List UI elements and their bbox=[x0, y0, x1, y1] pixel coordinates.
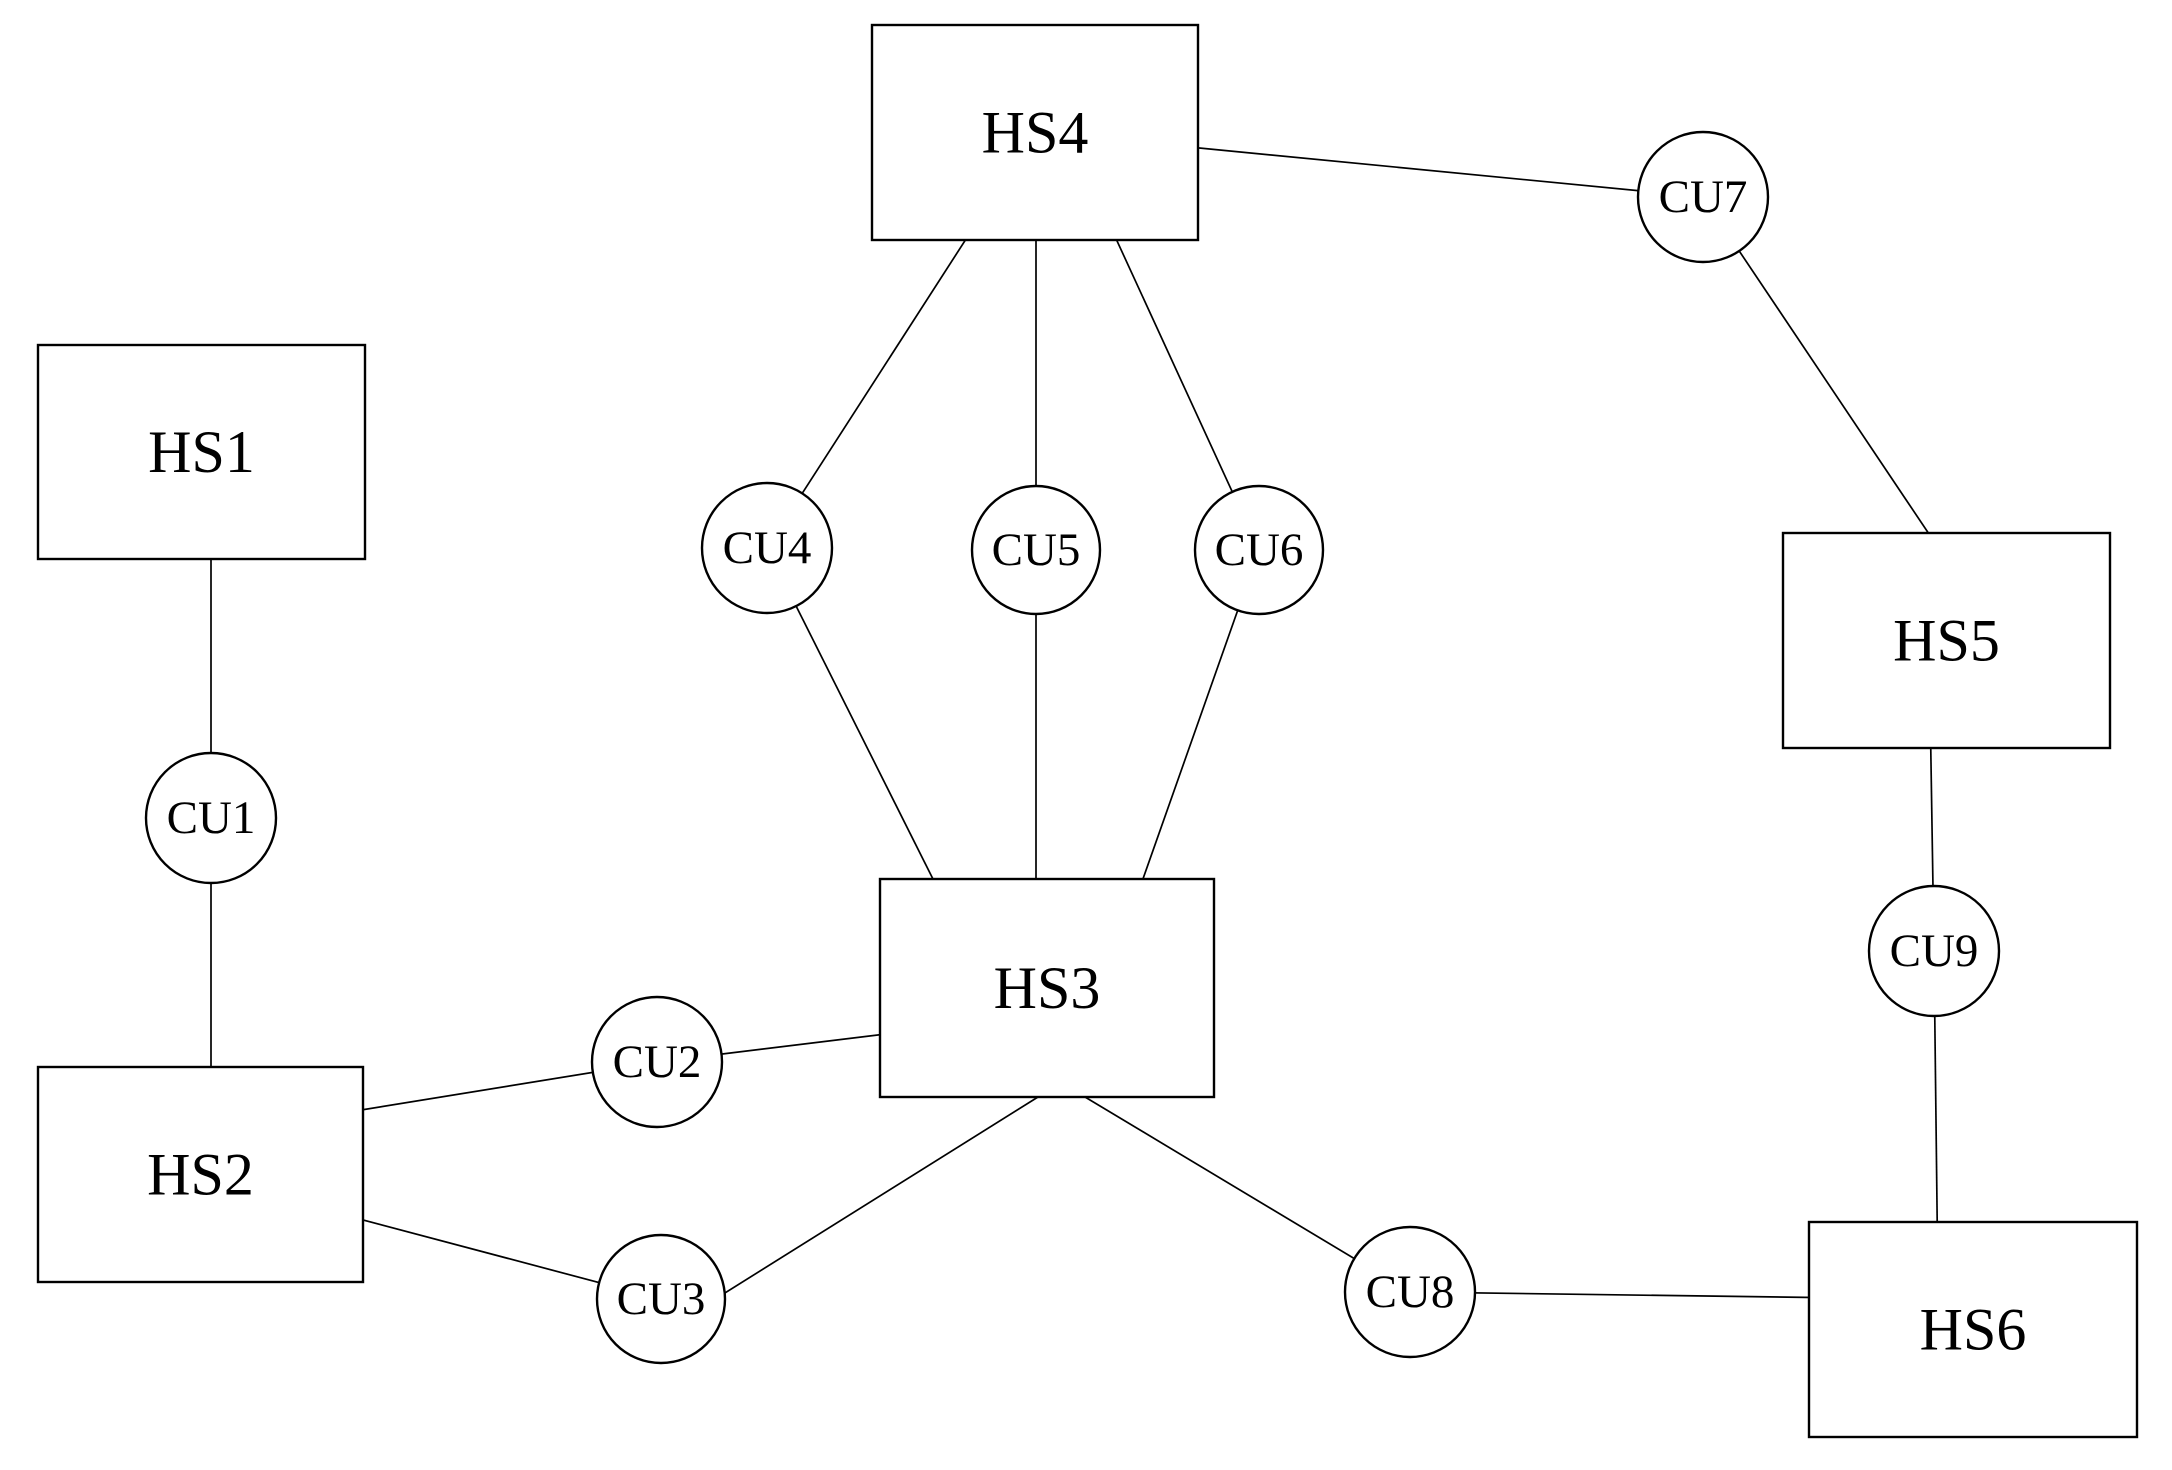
host-station-box-HS4 bbox=[870, 23, 1200, 242]
node-label-HS6: HS6 bbox=[1920, 1297, 2027, 1363]
node-label-HS3: HS3 bbox=[994, 955, 1101, 1021]
edges-layer bbox=[210, 131, 1981, 1334]
node-label-HS2: HS2 bbox=[147, 1142, 254, 1208]
edge-CU8-HS6 bbox=[1409, 1291, 1851, 1299]
connection-unit-circle-CU3 bbox=[595, 1233, 727, 1365]
host-station-box-HS6 bbox=[1807, 1220, 2139, 1439]
node-label-CU3: CU3 bbox=[617, 1273, 706, 1325]
host-station-box-HS1 bbox=[36, 343, 367, 561]
node-label-CU7: CU7 bbox=[1659, 171, 1748, 223]
host-station-box-HS5 bbox=[1781, 531, 2112, 750]
node-label-CU6: CU6 bbox=[1215, 524, 1304, 576]
host-station-box-HS2 bbox=[36, 1065, 365, 1284]
connection-unit-circle-CU4 bbox=[700, 481, 834, 615]
node-label-HS1: HS1 bbox=[148, 419, 255, 485]
connection-unit-circle-CU7 bbox=[1636, 130, 1770, 264]
node-label-CU8: CU8 bbox=[1366, 1266, 1455, 1318]
connection-unit-circle-CU6 bbox=[1193, 484, 1325, 616]
node-label-HS4: HS4 bbox=[982, 100, 1089, 166]
connection-unit-circle-CU5 bbox=[970, 484, 1102, 616]
connection-unit-circle-CU9 bbox=[1867, 884, 2001, 1018]
node-label-HS5: HS5 bbox=[1893, 608, 2000, 674]
connection-unit-circle-CU1 bbox=[144, 751, 278, 885]
connection-unit-circle-CU8 bbox=[1343, 1225, 1477, 1359]
node-label-CU4: CU4 bbox=[723, 522, 812, 574]
node-label-CU9: CU9 bbox=[1890, 925, 1979, 977]
node-label-CU5: CU5 bbox=[992, 524, 1081, 576]
nodes-layer bbox=[36, 23, 2139, 1439]
edge-CU4-HS3 bbox=[766, 547, 948, 908]
node-label-CU2: CU2 bbox=[613, 1036, 702, 1088]
node-label-CU1: CU1 bbox=[167, 792, 256, 844]
connection-unit-circle-CU2 bbox=[590, 995, 724, 1129]
host-station-box-HS3 bbox=[878, 877, 1216, 1099]
